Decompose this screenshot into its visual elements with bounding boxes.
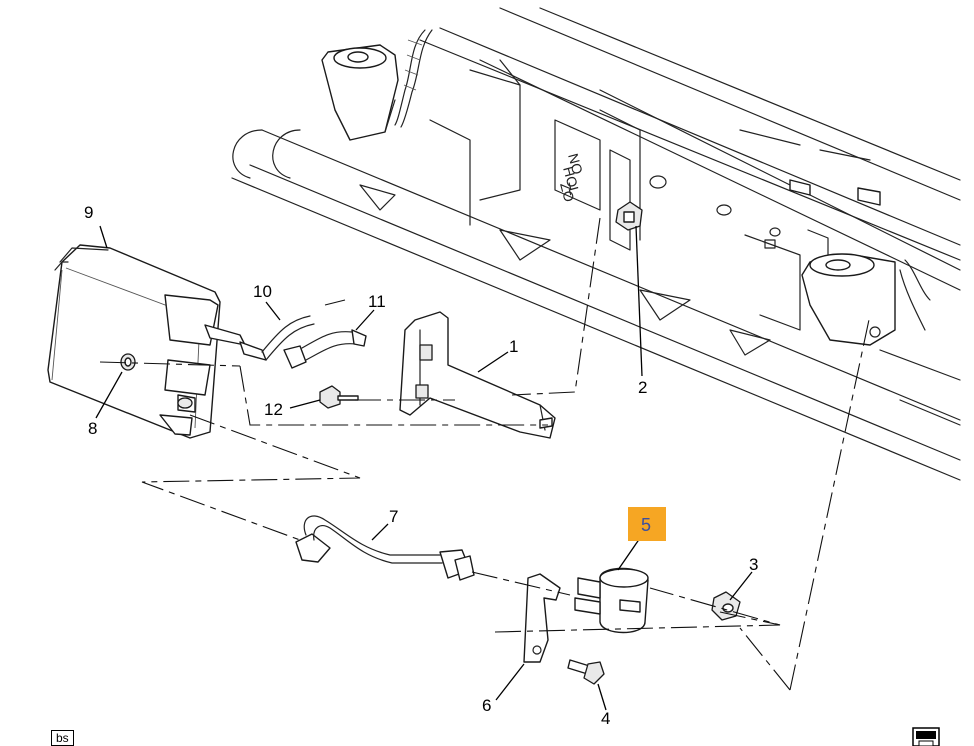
part-10-hose <box>204 315 315 361</box>
callout-1[interactable]: 1 <box>509 337 518 356</box>
callout-5[interactable]: 5 <box>641 515 651 535</box>
callout-12[interactable]: 12 <box>264 400 283 419</box>
part-7-pipe <box>295 515 475 581</box>
callout-6[interactable]: 6 <box>482 696 491 715</box>
part-11-hose <box>283 329 367 369</box>
leader-lines <box>95 225 753 711</box>
frame-text-no: NO <box>565 152 586 177</box>
part-9-evap-canister <box>47 244 221 439</box>
part-4-bolt <box>567 659 605 685</box>
part-2-nut <box>615 201 643 231</box>
callout-3[interactable]: 3 <box>749 555 758 574</box>
part-6-mounting-bracket <box>523 573 561 663</box>
callout-4[interactable]: 4 <box>601 709 610 728</box>
callout-2[interactable]: 2 <box>638 378 647 397</box>
callouts: 1 2 3 4 5 6 7 8 9 10 11 12 <box>84 203 758 728</box>
printer-icon[interactable] <box>912 727 940 746</box>
part-1-bracket <box>399 311 556 439</box>
frame-text-zo: ZO <box>557 181 578 204</box>
callout-11[interactable]: 11 <box>368 292 386 311</box>
frame-text-hol: HOL <box>560 165 583 197</box>
part-8-grommet <box>120 353 136 371</box>
part-12-bolt <box>319 385 359 409</box>
callout-7[interactable]: 7 <box>389 507 398 526</box>
callout-8[interactable]: 8 <box>88 419 97 438</box>
vehicle-frame: NO HOL ZO <box>231 7 961 481</box>
callout-9[interactable]: 9 <box>84 203 93 222</box>
assembly-lines <box>99 217 871 691</box>
corner-badge: bs <box>51 730 74 746</box>
callout-10[interactable]: 10 <box>253 282 272 301</box>
part-5-vent-valve <box>574 567 649 634</box>
callout-5-highlight <box>628 507 666 541</box>
